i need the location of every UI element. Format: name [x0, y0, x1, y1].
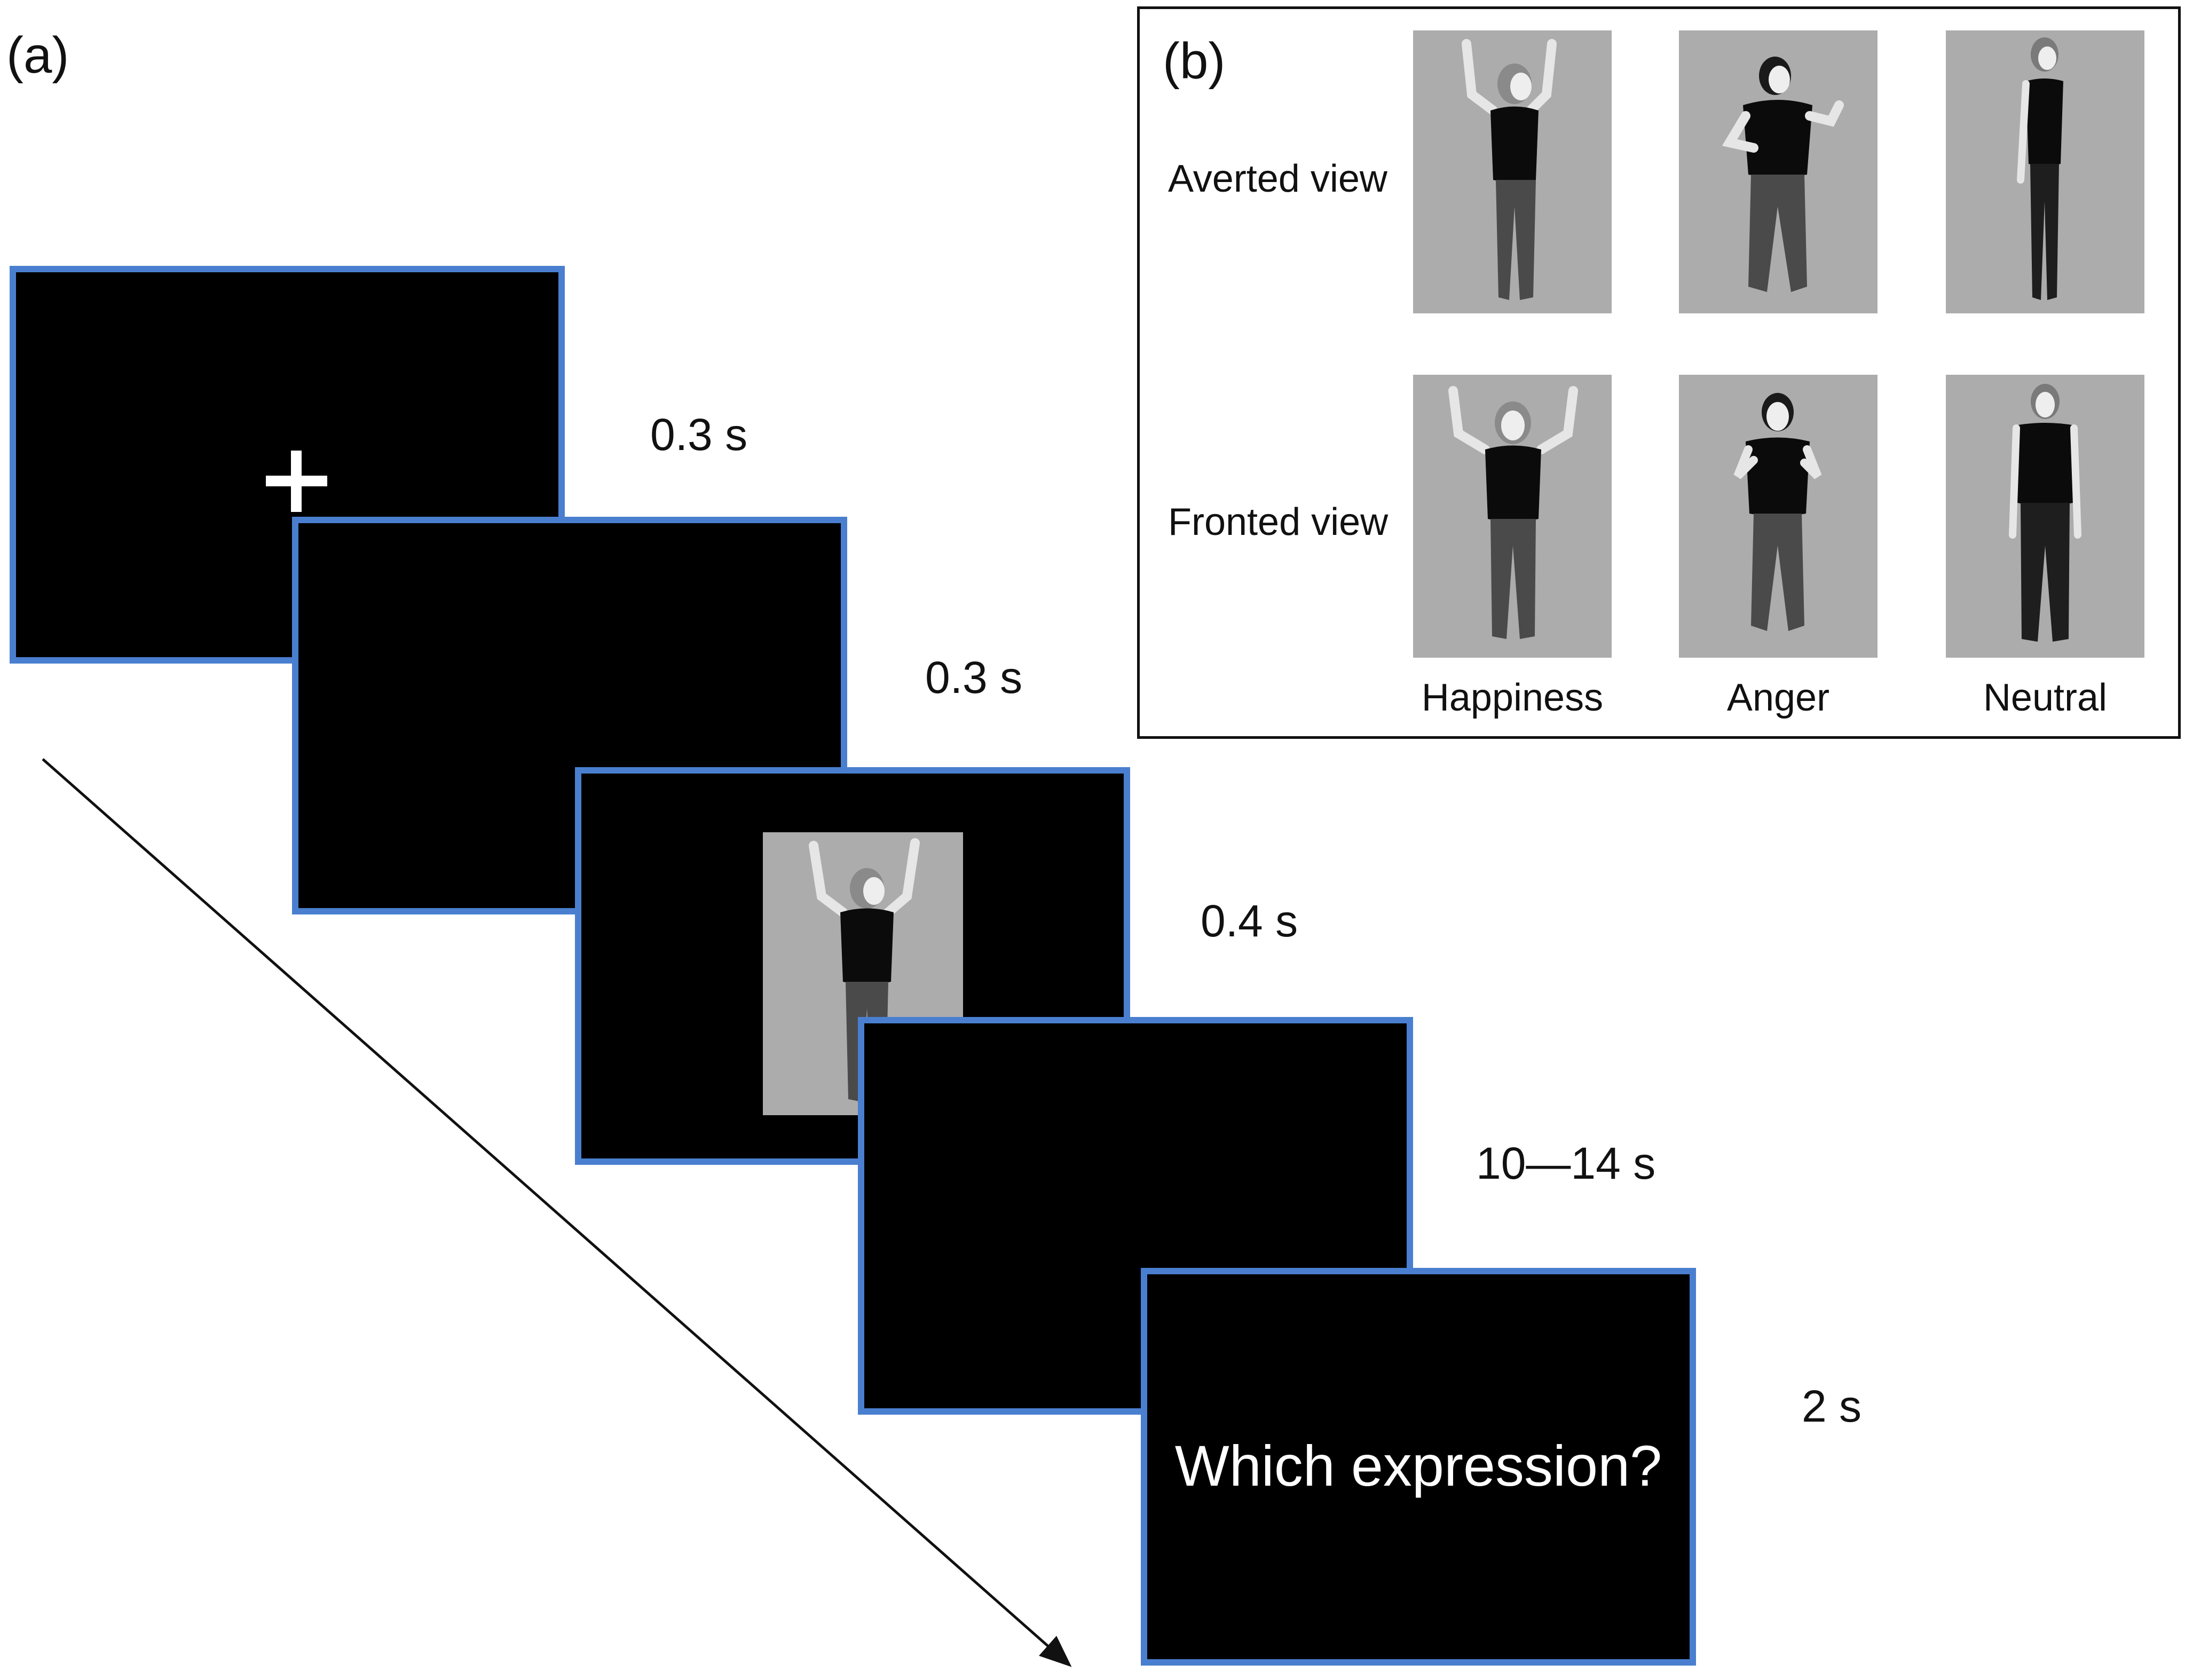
- averted-neutral-image: [1946, 30, 2144, 313]
- timing-label-blank-1: 0.3 s: [925, 652, 1023, 703]
- panel-a-label: (a): [6, 27, 69, 84]
- timing-label-question: 2 s: [1802, 1381, 1862, 1431]
- row-label-fronted: Fronted view: [1168, 501, 1389, 543]
- timing-label-fixation: 0.3 s: [650, 409, 748, 460]
- fixation-cross-icon: [266, 451, 327, 512]
- averted-happiness-image: [1413, 30, 1612, 313]
- fronted-happiness-image: [1413, 375, 1612, 658]
- col-label-happiness: Happiness: [1421, 676, 1604, 719]
- timing-label-stimulus: 0.4 s: [1201, 896, 1298, 946]
- timing-label-blank-2: 10—14 s: [1476, 1138, 1656, 1188]
- col-label-anger: Anger: [1726, 676, 1830, 719]
- question-text: Which expression?: [1174, 1433, 1662, 1498]
- averted-anger-image: [1679, 30, 1878, 313]
- question-screen: Which expression?: [1141, 1268, 1696, 1666]
- fronted-neutral-image: [1946, 375, 2144, 658]
- fronted-anger-image: [1679, 375, 1878, 658]
- col-label-neutral: Neutral: [1983, 676, 2108, 719]
- panel-b-label: (b): [1163, 33, 1226, 90]
- row-label-averted: Averted view: [1168, 157, 1387, 200]
- panel-b-box: (b) Averted view Fronted view: [1137, 6, 2181, 739]
